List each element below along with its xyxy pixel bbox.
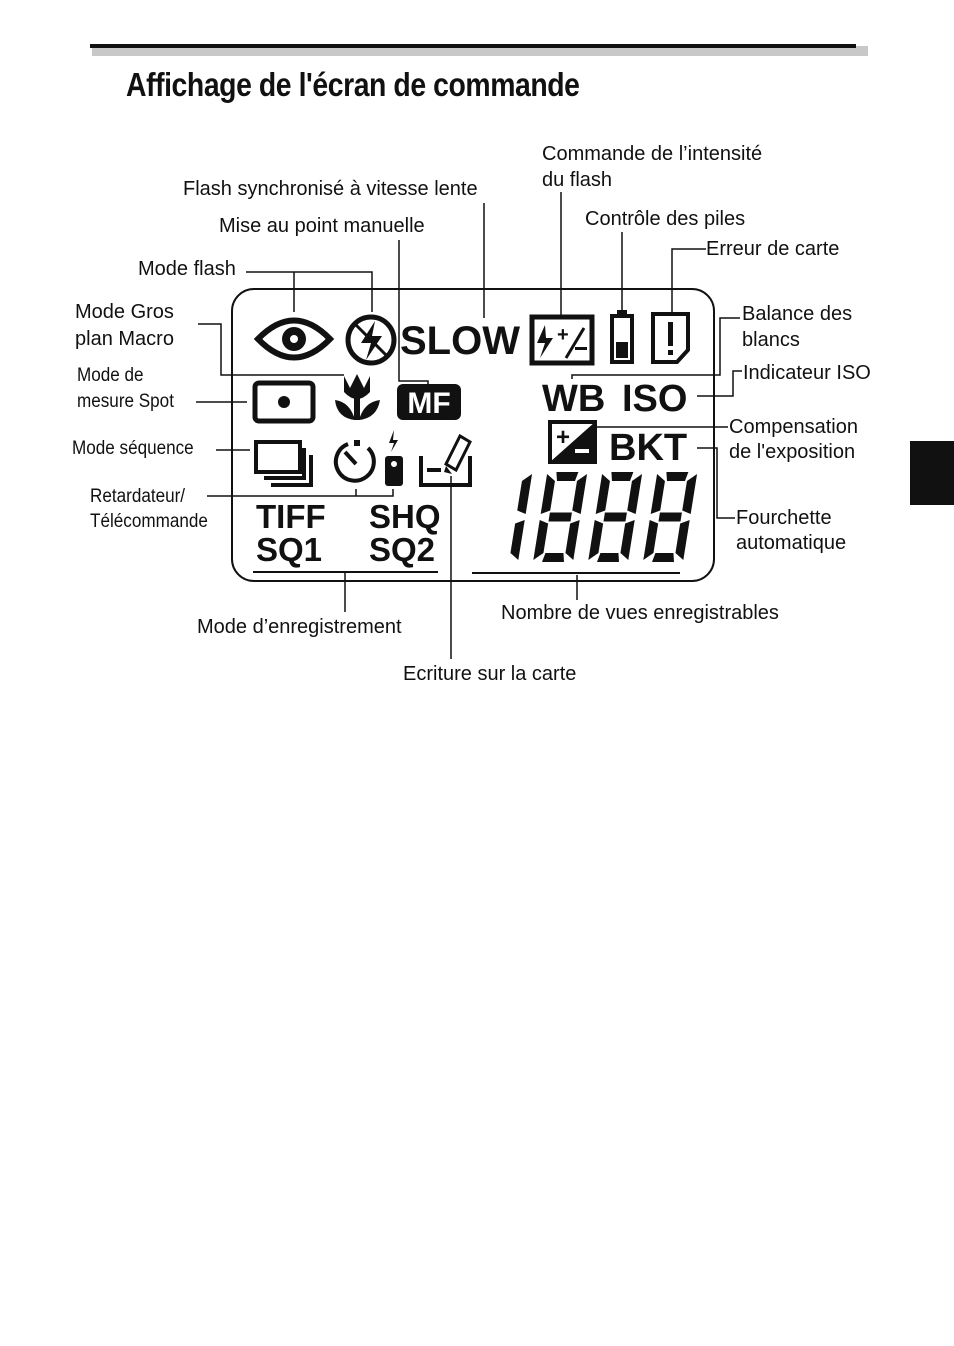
battery-icon bbox=[610, 310, 634, 364]
digit-0-segment-c bbox=[510, 520, 525, 560]
digit-0-segment-b bbox=[517, 474, 533, 514]
sq2-indicator: SQ2 bbox=[369, 531, 435, 568]
label-card-write: Ecriture sur la carte bbox=[403, 663, 577, 685]
red-eye-flash-icon bbox=[253, 317, 335, 361]
self-timer-icon bbox=[333, 440, 376, 483]
label-wb-2: blancs bbox=[742, 329, 800, 351]
label-flash-mode: Mode flash bbox=[138, 258, 236, 280]
label-exp-comp-2: de l'exposition bbox=[729, 441, 856, 463]
label-macro-2: plan Macro bbox=[75, 328, 174, 350]
wb-indicator: WB bbox=[542, 378, 605, 420]
digit-3-segment-a bbox=[666, 472, 689, 481]
card-error-icon bbox=[651, 312, 690, 364]
label-card-error: Erreur de carte bbox=[706, 238, 840, 260]
header-rule bbox=[90, 44, 856, 48]
label-frames: Nombre de vues enregistrables bbox=[501, 602, 779, 624]
label-macro-1: Mode Gros bbox=[75, 301, 174, 323]
label-spot-2: mesure Spot bbox=[77, 391, 174, 412]
digit-1-segment-d bbox=[542, 553, 564, 562]
exposure-compensation-icon: + bbox=[548, 420, 597, 464]
digit-3-segment-e bbox=[643, 520, 659, 560]
tiff-indicator: TIFF bbox=[256, 498, 326, 535]
digit-3-segment-f bbox=[650, 474, 665, 514]
digit-2-segment-g bbox=[603, 512, 627, 522]
mf-text: MF bbox=[407, 387, 450, 420]
label-battery: Contrôle des piles bbox=[585, 208, 746, 230]
manual-focus-indicator: MF bbox=[397, 384, 461, 420]
flash-off-icon bbox=[345, 314, 397, 366]
frame-counter-digits bbox=[510, 472, 698, 562]
digit-1-segment-g bbox=[548, 512, 572, 522]
label-iso: Indicateur ISO bbox=[743, 362, 871, 384]
iso-indicator: ISO bbox=[622, 378, 687, 420]
digit-3-segment-g bbox=[658, 512, 682, 522]
label-flash-intensity-2: du flash bbox=[542, 169, 613, 191]
slow-indicator: SLOW bbox=[400, 319, 520, 363]
digit-1-segment-c bbox=[565, 520, 580, 560]
leader-lines bbox=[196, 192, 742, 659]
header-rule-shadow bbox=[92, 48, 868, 56]
label-bracket-1: Fourchette bbox=[736, 507, 832, 529]
digit-3-segment-c bbox=[675, 520, 690, 560]
digit-1-segment-f bbox=[540, 474, 555, 514]
flash-intensity-icon: + bbox=[529, 314, 595, 366]
digit-2-segment-e bbox=[588, 520, 604, 560]
lcd-panel-outline bbox=[231, 288, 715, 582]
label-self-timer-2: Télécommande bbox=[90, 511, 208, 532]
digit-2-segment-c bbox=[620, 520, 635, 560]
digit-1-segment-e bbox=[533, 520, 549, 560]
svg-text:+: + bbox=[556, 424, 570, 451]
card-write-icon bbox=[419, 433, 472, 487]
page-title: Affichage de l'écran de commande bbox=[126, 66, 580, 103]
macro-tulip-icon bbox=[335, 374, 380, 420]
digit-2-segment-d bbox=[597, 553, 619, 562]
label-bracket-2: automatique bbox=[736, 532, 847, 554]
digit-2-segment-f bbox=[595, 474, 610, 514]
label-wb-1: Balance des bbox=[742, 303, 853, 325]
sq1-indicator: SQ1 bbox=[256, 531, 322, 568]
chapter-tab bbox=[910, 441, 954, 505]
label-manual-focus: Mise au point manuelle bbox=[219, 215, 425, 237]
digit-3-segment-b bbox=[682, 474, 698, 514]
label-self-timer-1: Retardateur/ bbox=[90, 486, 186, 507]
bkt-indicator: BKT bbox=[609, 427, 687, 469]
digit-1-segment-b bbox=[572, 474, 588, 514]
sequence-icon bbox=[254, 440, 313, 487]
svg-text:+: + bbox=[557, 324, 569, 346]
label-exp-comp-1: Compensation bbox=[729, 416, 858, 438]
header-rule-shadow-end bbox=[856, 46, 868, 56]
shq-indicator: SHQ bbox=[369, 498, 441, 535]
label-spot-1: Mode de bbox=[77, 365, 144, 386]
digit-1-segment-a bbox=[556, 472, 579, 481]
spot-meter-icon bbox=[252, 380, 316, 424]
digit-3-segment-d bbox=[652, 553, 674, 562]
digit-2-segment-a bbox=[611, 472, 634, 481]
label-record-mode: Mode d’enregistrement bbox=[197, 616, 402, 638]
digit-2-segment-b bbox=[627, 474, 643, 514]
label-sequence: Mode séquence bbox=[72, 438, 194, 459]
remote-icon bbox=[385, 430, 403, 486]
label-slow-sync: Flash synchronisé à vitesse lente bbox=[183, 178, 478, 200]
label-flash-intensity-1: Commande de l’intensité bbox=[542, 143, 763, 165]
